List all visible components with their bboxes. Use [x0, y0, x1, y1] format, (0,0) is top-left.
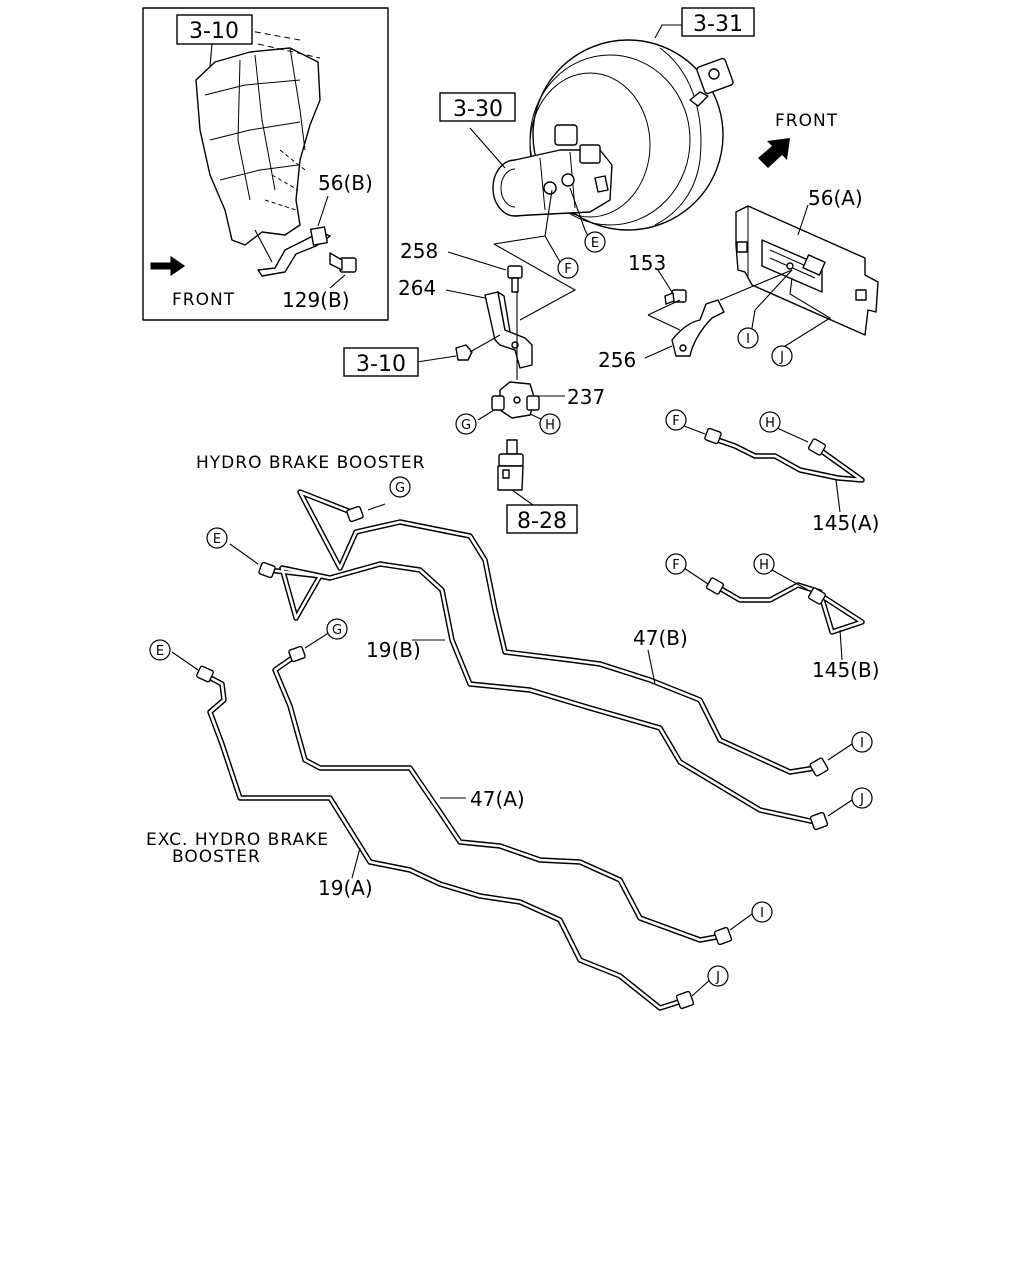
pipe-145b — [705, 577, 865, 635]
master-cylinder: 3-30 — [439, 92, 613, 217]
pipe-19a — [196, 665, 695, 1011]
ref-3-31: 3-31 — [693, 12, 743, 37]
label-19a: 19(A) — [318, 876, 373, 900]
connector-h-valve: H — [539, 413, 561, 435]
connector-i-47b: I — [851, 731, 873, 753]
label-145b: 145(B) — [812, 658, 880, 682]
connector-f-145a: F — [665, 409, 687, 431]
pipe-145a — [704, 427, 865, 483]
svg-text:I: I — [860, 736, 864, 751]
connector-g-exc: G — [326, 618, 348, 640]
connector-g-hydro: G — [389, 476, 411, 498]
connector-h-145b: H — [753, 553, 775, 575]
ref-8-28: 8-28 — [517, 509, 567, 534]
ref-3-10-main: 3-10 — [356, 352, 406, 377]
caption-hydro-brake-booster: HYDRO BRAKE BOOSTER — [196, 453, 425, 473]
label-47b: 47(B) — [633, 626, 688, 650]
connector-f-master: F — [557, 257, 579, 279]
svg-text:I: I — [760, 906, 764, 921]
svg-text:J: J — [715, 970, 720, 985]
svg-text:F: F — [564, 262, 571, 277]
svg-text:I: I — [746, 332, 750, 347]
svg-text:E: E — [591, 236, 599, 251]
front-label-main: FRONT — [775, 111, 838, 131]
caption-exc-line1: EXC. HYDRO BRAKE — [146, 830, 329, 850]
svg-text:J: J — [779, 350, 784, 365]
svg-text:J: J — [859, 792, 864, 807]
bracket-264 — [484, 291, 533, 369]
label-256: 256 — [598, 348, 636, 372]
label-237: 237 — [567, 385, 605, 409]
front-arrow-icon — [149, 254, 187, 278]
label-56b: 56(B) — [318, 171, 373, 195]
connector-i-bracket: I — [737, 327, 759, 349]
label-129b: 129(B) — [282, 288, 350, 312]
front-arrow-icon — [758, 138, 790, 168]
connector-g-valve: G — [455, 413, 477, 435]
pipe-47b — [297, 489, 829, 777]
pipe-19b — [258, 561, 829, 831]
svg-text:F: F — [672, 414, 679, 429]
bolt-129b — [329, 252, 357, 273]
svg-text:F: F — [672, 558, 679, 573]
label-258: 258 — [400, 239, 438, 263]
connector-j-bracket: J — [771, 345, 793, 367]
connector-j-19b: J — [851, 787, 873, 809]
bracket-56a — [735, 204, 879, 336]
label-153: 153 — [628, 251, 666, 275]
ref-3-30: 3-30 — [453, 97, 503, 122]
label-47a: 47(A) — [470, 787, 525, 811]
svg-text:H: H — [765, 416, 775, 431]
front-label-inset: FRONT — [172, 290, 235, 310]
inset-panel: 3-10 56(B) 129(B) FRONT — [142, 7, 389, 321]
connector-j-19a: J — [707, 965, 729, 987]
connector-i-47a: I — [751, 901, 773, 923]
svg-text:H: H — [759, 558, 769, 573]
pipe-47a — [272, 645, 733, 946]
svg-text:E: E — [156, 644, 164, 659]
label-145a: 145(A) — [812, 511, 879, 535]
nut-3-10 — [455, 344, 473, 361]
connector-e-hydro: E — [206, 527, 228, 549]
svg-text:G: G — [332, 623, 342, 638]
svg-text:E: E — [213, 532, 221, 547]
switch-8-28 — [497, 439, 524, 491]
connector-h-145a: H — [759, 411, 781, 433]
three-way-valve-237 — [491, 381, 540, 419]
svg-text:H: H — [545, 418, 555, 433]
ref-3-10-inset: 3-10 — [189, 19, 239, 44]
clip-256 — [671, 299, 725, 357]
bolt-258 — [507, 265, 523, 293]
connector-e-master: E — [584, 231, 606, 253]
svg-text:G: G — [395, 481, 405, 496]
svg-text:G: G — [461, 418, 471, 433]
connector-e-exc: E — [149, 639, 171, 661]
caption-exc-line2: BOOSTER — [172, 847, 261, 867]
connector-f-145b: F — [665, 553, 687, 575]
label-19b: 19(B) — [366, 638, 421, 662]
label-56a: 56(A) — [808, 186, 863, 210]
bolt-153 — [664, 289, 687, 305]
label-264: 264 — [398, 276, 436, 300]
